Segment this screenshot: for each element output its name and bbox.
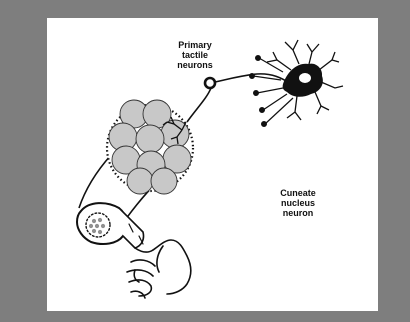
magnified-cell-cluster [107,100,193,194]
label-line: neuron [268,208,328,218]
label-line: tactile [160,50,230,60]
label-line: Primary [160,40,230,50]
label-line: neurons [160,60,230,70]
primary-tactile-neurons-label: Primary tactile neurons [160,40,230,70]
label-line: Cuneate [268,188,328,198]
figure-panel: Primary tactile neurons Cuneate nucleus … [47,18,378,311]
ring-icon [205,78,215,88]
cuneate-nucleus-neuron-label: Cuneate nucleus neuron [268,188,328,218]
neuron-star-icon [250,40,343,126]
hand-icon [77,203,191,298]
label-line: nucleus [268,198,328,208]
